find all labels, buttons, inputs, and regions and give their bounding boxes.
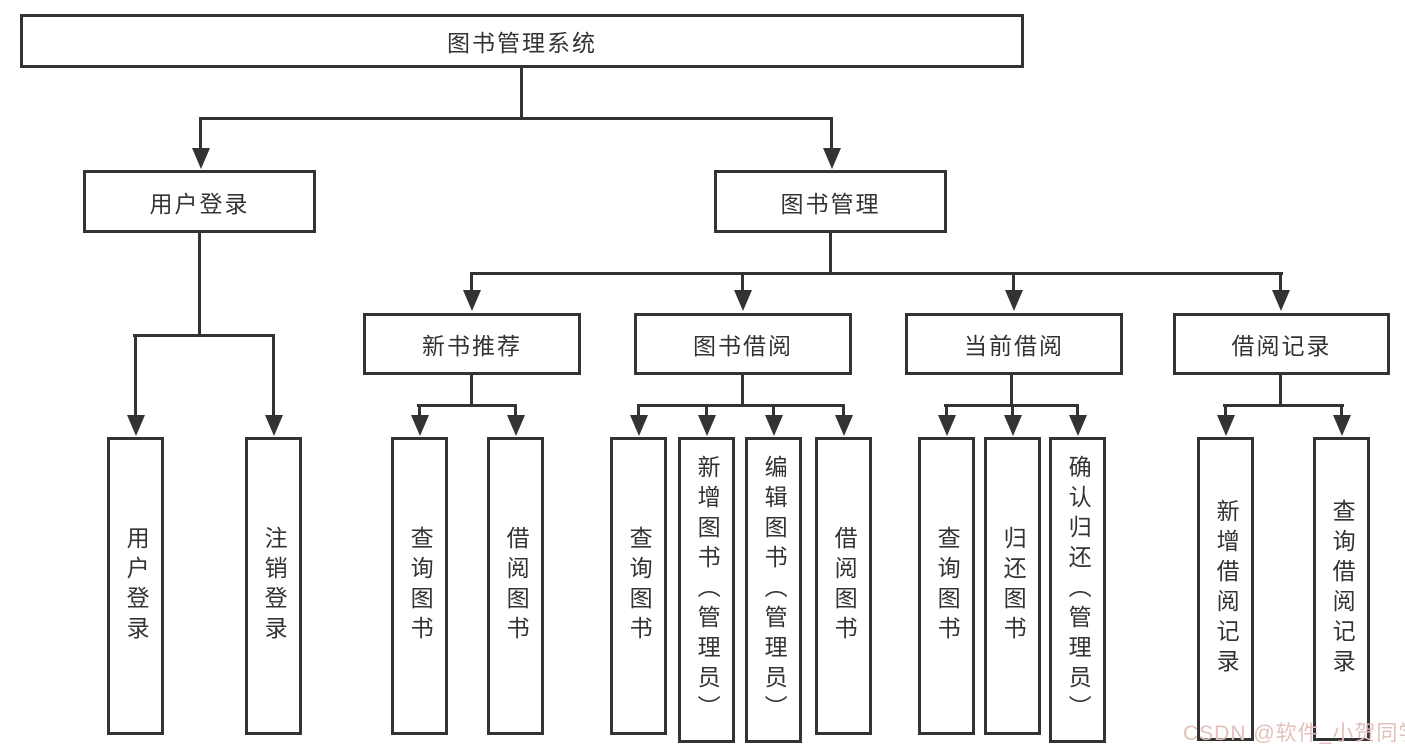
node-borrow-records-label: 借阅记录 bbox=[1231, 333, 1332, 359]
leaf-logout-label: 注销登录 bbox=[261, 526, 288, 646]
edge-user-login-trunk bbox=[198, 233, 201, 336]
leaf-recommend-borrow-books-label: 借阅图书 bbox=[503, 526, 530, 646]
edge-borrow-bus bbox=[637, 404, 845, 407]
arrow-recommend-query bbox=[418, 407, 421, 415]
edge-recommend-bus bbox=[417, 404, 517, 407]
leaf-records-query-record-label: 查询借阅记录 bbox=[1329, 499, 1356, 679]
leaf-current-return-books: 归还图书 bbox=[984, 437, 1041, 735]
arrow-borrow-add bbox=[705, 407, 708, 415]
arrow-borrow-edit bbox=[772, 407, 775, 415]
leaf-user-login: 用户登录 bbox=[107, 437, 164, 735]
edge-borrow-trunk bbox=[741, 375, 744, 406]
node-book-borrow: 图书借阅 bbox=[634, 313, 852, 375]
edge-current-bus bbox=[944, 404, 1079, 407]
watermark: CSDN @软件_小贺同学 bbox=[1183, 722, 1405, 745]
leaf-records-add-record-label: 新增借阅记录 bbox=[1213, 499, 1240, 679]
node-book-borrow-label: 图书借阅 bbox=[693, 333, 793, 359]
arrow-to-current-borrow bbox=[1012, 273, 1015, 290]
arrow-to-new-book-recommend bbox=[470, 273, 473, 290]
arrow-records-add bbox=[1224, 407, 1227, 415]
node-current-borrow-label: 当前借阅 bbox=[964, 333, 1064, 359]
leaf-logout: 注销登录 bbox=[245, 437, 302, 735]
node-new-book-recommend-label: 新书推荐 bbox=[422, 333, 522, 359]
node-book-management: 图书管理 bbox=[714, 170, 947, 233]
arrow-records-query bbox=[1340, 407, 1343, 415]
edge-records-trunk bbox=[1279, 375, 1282, 406]
arrow-to-book-borrow bbox=[741, 273, 744, 290]
arrow-current-return bbox=[1011, 407, 1014, 415]
arrow-borrow-borrow bbox=[842, 407, 845, 415]
edge-book-management-trunk bbox=[829, 233, 832, 274]
leaf-user-login-label: 用户登录 bbox=[123, 526, 150, 646]
arrow-to-leaf-logout bbox=[272, 336, 275, 415]
leaf-borrow-edit-books-admin-label: 编辑图书（管理员） bbox=[761, 455, 788, 725]
edge-recommend-trunk bbox=[470, 375, 473, 406]
leaf-records-query-record: 查询借阅记录 bbox=[1313, 437, 1370, 741]
leaf-recommend-query-books-label: 查询图书 bbox=[407, 526, 434, 646]
leaf-borrow-add-books-admin: 新增图书（管理员） bbox=[678, 437, 735, 743]
leaf-borrow-edit-books-admin: 编辑图书（管理员） bbox=[745, 437, 802, 743]
node-borrow-records: 借阅记录 bbox=[1173, 313, 1390, 375]
edge-root-trunk bbox=[520, 68, 523, 119]
leaf-current-query-books: 查询图书 bbox=[918, 437, 975, 735]
leaf-current-return-books-label: 归还图书 bbox=[1000, 526, 1027, 646]
leaf-current-query-books-label: 查询图书 bbox=[934, 526, 961, 646]
leaf-current-confirm-return-admin: 确认归还（管理员） bbox=[1049, 437, 1106, 743]
leaf-recommend-borrow-books: 借阅图书 bbox=[487, 437, 544, 735]
edge-book-management-bus bbox=[470, 272, 1283, 275]
edge-root-bus bbox=[199, 117, 833, 120]
edge-user-login-bus bbox=[133, 334, 275, 337]
edge-records-bus bbox=[1223, 404, 1344, 407]
node-user-login: 用户登录 bbox=[83, 170, 316, 233]
node-root: 图书管理系统 bbox=[20, 14, 1024, 68]
node-book-management-label: 图书管理 bbox=[780, 190, 881, 217]
leaf-borrow-query-books-label: 查询图书 bbox=[626, 526, 653, 646]
leaf-borrow-add-books-admin-label: 新增图书（管理员） bbox=[694, 455, 721, 725]
node-current-borrow: 当前借阅 bbox=[905, 313, 1123, 375]
node-new-book-recommend: 新书推荐 bbox=[363, 313, 581, 375]
leaf-recommend-query-books: 查询图书 bbox=[391, 437, 448, 735]
arrow-to-borrow-records bbox=[1279, 273, 1282, 290]
arrow-to-user-login bbox=[199, 119, 202, 148]
leaf-borrow-borrow-books: 借阅图书 bbox=[815, 437, 872, 735]
leaf-borrow-borrow-books-label: 借阅图书 bbox=[831, 526, 858, 646]
arrow-recommend-borrow bbox=[514, 407, 517, 415]
leaf-borrow-query-books: 查询图书 bbox=[610, 437, 667, 735]
arrow-current-confirm bbox=[1076, 407, 1079, 415]
edge-current-trunk bbox=[1010, 375, 1013, 406]
leaf-current-confirm-return-admin-label: 确认归还（管理员） bbox=[1065, 455, 1092, 725]
node-root-label: 图书管理系统 bbox=[447, 30, 597, 56]
arrow-to-leaf-login bbox=[134, 336, 137, 415]
arrow-to-book-management bbox=[830, 119, 833, 148]
arrow-borrow-query bbox=[637, 407, 640, 415]
node-user-login-label: 用户登录 bbox=[149, 190, 250, 217]
leaf-records-add-record: 新增借阅记录 bbox=[1197, 437, 1254, 741]
arrow-current-query bbox=[945, 407, 948, 415]
